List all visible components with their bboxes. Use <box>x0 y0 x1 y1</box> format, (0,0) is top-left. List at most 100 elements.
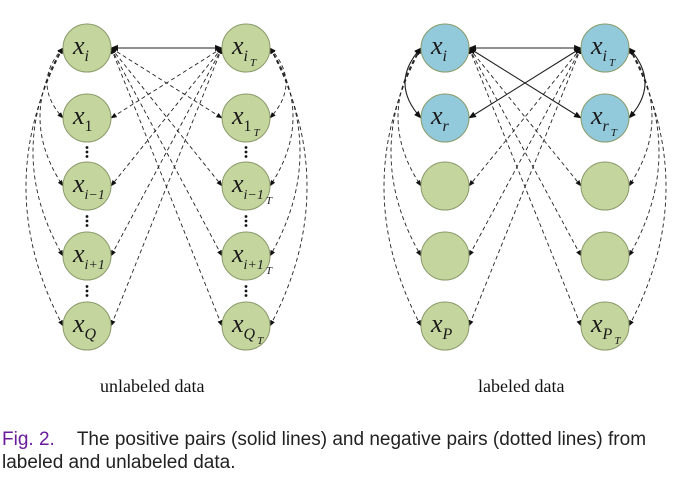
edge-labeled-R0-R2 <box>628 47 653 187</box>
edge-unlabeled-L0-L2 <box>39 47 64 187</box>
node-circle <box>62 161 112 211</box>
ellipsis-dot <box>85 146 89 149</box>
node-label: xQ <box>72 309 97 343</box>
node-unlabeled-left-0: xi <box>62 23 112 73</box>
ellipsis-dot <box>85 224 89 227</box>
ellipsis-dot <box>85 150 89 154</box>
node-label: xP <box>430 309 453 343</box>
unlabeled-data-label: unlabeled data <box>100 376 205 396</box>
edge-labeled-R0-R3 <box>628 47 660 257</box>
node-circle <box>62 301 112 351</box>
node-circle <box>221 23 271 73</box>
node-circle <box>420 23 470 73</box>
node-circle <box>580 161 630 211</box>
node-circle <box>221 161 271 211</box>
node-circle <box>420 161 470 211</box>
node-unlabeled-left-3: xi+1 <box>62 231 112 281</box>
ellipsis-dot <box>244 215 248 218</box>
ellipsis-dot <box>244 155 248 158</box>
ellipsis-dot <box>244 224 248 227</box>
node-circle <box>420 93 470 143</box>
ellipsis-dot <box>85 219 89 223</box>
ellipsis-dot <box>85 155 89 158</box>
ellipsis-dot <box>244 285 248 288</box>
caption-text: The positive pairs (solid lines) and neg… <box>2 429 647 473</box>
node-label: xi <box>72 31 89 65</box>
edge-unlabeled-R0-R4 <box>269 47 308 327</box>
node-unlabeled-left-4: xQ <box>62 301 112 351</box>
edge-unlabeled-L0-L1 <box>46 47 64 119</box>
node-circle <box>580 231 630 281</box>
edge-unlabeled-R0-R2 <box>269 47 294 187</box>
figure-number: Fig. 2. <box>2 429 55 450</box>
labeled-data-label: labeled data <box>478 376 565 396</box>
node-labeled-left-0: xi <box>420 23 470 73</box>
node-circle <box>221 231 271 281</box>
node-circle <box>420 301 470 351</box>
node-unlabeled-left-2: xi−1 <box>62 161 112 211</box>
edge-unlabeled-R0-R1 <box>269 47 287 119</box>
figure-caption: Fig. 2.The positive pairs (solid lines) … <box>2 428 694 474</box>
node-circle <box>420 231 470 281</box>
node-label: x1 <box>72 101 93 135</box>
ellipsis-dot <box>244 294 248 297</box>
edge-labeled-L0-L2 <box>397 47 422 187</box>
node-circle <box>580 23 630 73</box>
edge-labeled-R0-L2 <box>468 47 582 187</box>
ellipsis-dot <box>244 289 248 293</box>
node-label: xr <box>430 101 450 135</box>
edge-labeled-L0-L4 <box>383 47 422 327</box>
node-labeled-left-4: xP <box>420 301 470 351</box>
node-labeled-right-3 <box>580 231 630 281</box>
edge-unlabeled-R0-R3 <box>269 47 301 257</box>
edge-unlabeled-R0-L4 <box>110 47 223 327</box>
node-circle <box>62 93 112 143</box>
node-label: xi+1 <box>72 239 105 273</box>
ellipsis-dot <box>244 150 248 154</box>
node-label: xi−1 <box>72 169 105 203</box>
edge-labeled-R0-R4 <box>628 47 667 327</box>
node-labeled-left-1: xr <box>420 93 470 143</box>
ellipsis-dot <box>85 289 89 293</box>
node-circle <box>580 93 630 143</box>
node-circle <box>221 301 271 351</box>
node-circle <box>580 301 630 351</box>
edge-unlabeled-L0-L4 <box>25 47 64 327</box>
edge-unlabeled-L0-L3 <box>32 47 64 257</box>
node-labeled-left-2 <box>420 161 470 211</box>
node-circle <box>62 231 112 281</box>
ellipsis-dot <box>85 294 89 297</box>
ellipsis-dot <box>85 215 89 218</box>
edge-labeled-R0-R1 <box>628 47 646 119</box>
node-unlabeled-left-1: x1 <box>62 93 112 143</box>
node-labeled-right-2 <box>580 161 630 211</box>
node-labeled-left-3 <box>420 231 470 281</box>
edge-labeled-L0-R2 <box>468 47 582 187</box>
node-label: xi <box>430 31 447 65</box>
edge-labeled-L0-L3 <box>390 47 422 257</box>
ellipsis-dot <box>244 146 248 149</box>
edge-labeled-R0-L4 <box>468 47 582 327</box>
edge-labeled-L0-L1 <box>404 47 422 119</box>
ellipsis-dot <box>244 219 248 223</box>
ellipsis-dot <box>85 285 89 288</box>
node-circle <box>221 93 271 143</box>
node-circle <box>62 23 112 73</box>
